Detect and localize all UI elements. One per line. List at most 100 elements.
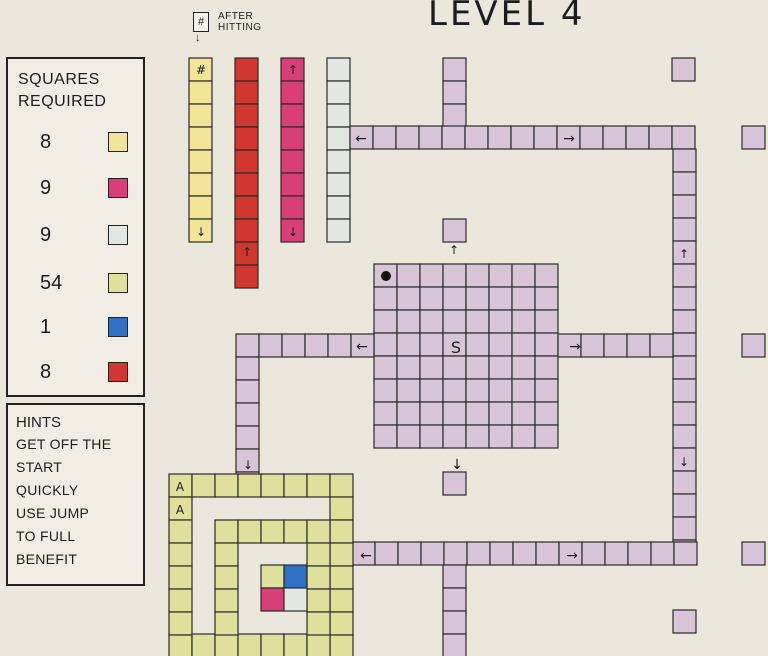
path-square (305, 334, 328, 357)
path-square (650, 334, 673, 357)
down-arrow-icon: ↓ (451, 457, 463, 473)
up-arrow-icon: ↑ (449, 243, 459, 257)
path-square (673, 356, 696, 379)
olive-square (284, 520, 307, 543)
central-square (420, 264, 443, 287)
path-square (605, 542, 628, 565)
central-square (397, 333, 420, 356)
path-square (490, 542, 513, 565)
white-square (327, 196, 350, 219)
central-square (466, 402, 489, 425)
path-square (442, 126, 465, 149)
path-square (673, 471, 696, 494)
central-square (535, 356, 558, 379)
path-square (443, 58, 466, 81)
path-square (673, 264, 696, 287)
central-square (466, 379, 489, 402)
path-square (673, 195, 696, 218)
down-arrow-icon: ↓ (288, 225, 298, 239)
path-square (580, 126, 603, 149)
path-square (419, 126, 442, 149)
central-square (512, 287, 535, 310)
left-arrow-icon: ← (356, 339, 368, 355)
path-square (673, 402, 696, 425)
olive-square (238, 474, 261, 497)
path-square (444, 542, 467, 565)
left-arrow-icon: ← (355, 131, 367, 147)
central-square (420, 310, 443, 333)
path-square (649, 126, 672, 149)
central-square (443, 356, 466, 379)
path-square (282, 334, 305, 357)
left-arrow-icon: ← (360, 548, 372, 564)
central-square (466, 287, 489, 310)
hash-marker-icon: # (196, 63, 206, 77)
white-square (327, 150, 350, 173)
path-square (626, 126, 649, 149)
central-square (374, 310, 397, 333)
path-square (604, 334, 627, 357)
path-square (673, 425, 696, 448)
central-square (420, 425, 443, 448)
central-square (535, 425, 558, 448)
olive-square (330, 474, 353, 497)
central-square (443, 402, 466, 425)
path-square (672, 126, 695, 149)
olive-square (169, 566, 192, 589)
path-square (674, 542, 697, 565)
central-square (397, 356, 420, 379)
central-square (374, 402, 397, 425)
central-square (535, 333, 558, 356)
central-square (374, 287, 397, 310)
olive-square (284, 474, 307, 497)
a-marker-label: A (176, 480, 185, 494)
olive-square (169, 520, 192, 543)
down-arrow-icon: ↓ (679, 455, 689, 469)
path-square (627, 334, 650, 357)
yellow-square (189, 173, 212, 196)
path-square (443, 81, 466, 104)
central-square (443, 425, 466, 448)
path-square (396, 126, 419, 149)
yellow-square (189, 127, 212, 150)
olive-square (307, 520, 330, 543)
central-square (397, 287, 420, 310)
yellow-square (189, 81, 212, 104)
down-arrow-icon: ↓ (243, 458, 253, 472)
white-square (284, 588, 307, 611)
central-square (397, 379, 420, 402)
isolated-square (742, 334, 765, 357)
path-square (236, 403, 259, 426)
central-square (512, 425, 535, 448)
path-square (651, 542, 674, 565)
central-square (443, 287, 466, 310)
path-square (673, 333, 696, 356)
path-square (673, 379, 696, 402)
red-square (235, 173, 258, 196)
path-square (511, 126, 534, 149)
central-square (489, 402, 512, 425)
olive-square (261, 520, 284, 543)
magenta-square (281, 196, 304, 219)
central-square (466, 356, 489, 379)
olive-square (215, 589, 238, 612)
path-square (443, 634, 466, 656)
olive-square (330, 612, 353, 635)
olive-square (215, 612, 238, 635)
path-square (673, 287, 696, 310)
path-square (443, 565, 466, 588)
path-square (398, 542, 421, 565)
path-square (236, 426, 259, 449)
olive-square (215, 543, 238, 566)
isolated-square (673, 610, 696, 633)
central-square (512, 310, 535, 333)
olive-square (330, 589, 353, 612)
central-square (397, 310, 420, 333)
central-square (397, 264, 420, 287)
white-square (327, 219, 350, 242)
central-square (535, 287, 558, 310)
yellow-square (189, 196, 212, 219)
olive-square (307, 589, 330, 612)
olive-square (330, 635, 353, 656)
olive-square (330, 520, 353, 543)
